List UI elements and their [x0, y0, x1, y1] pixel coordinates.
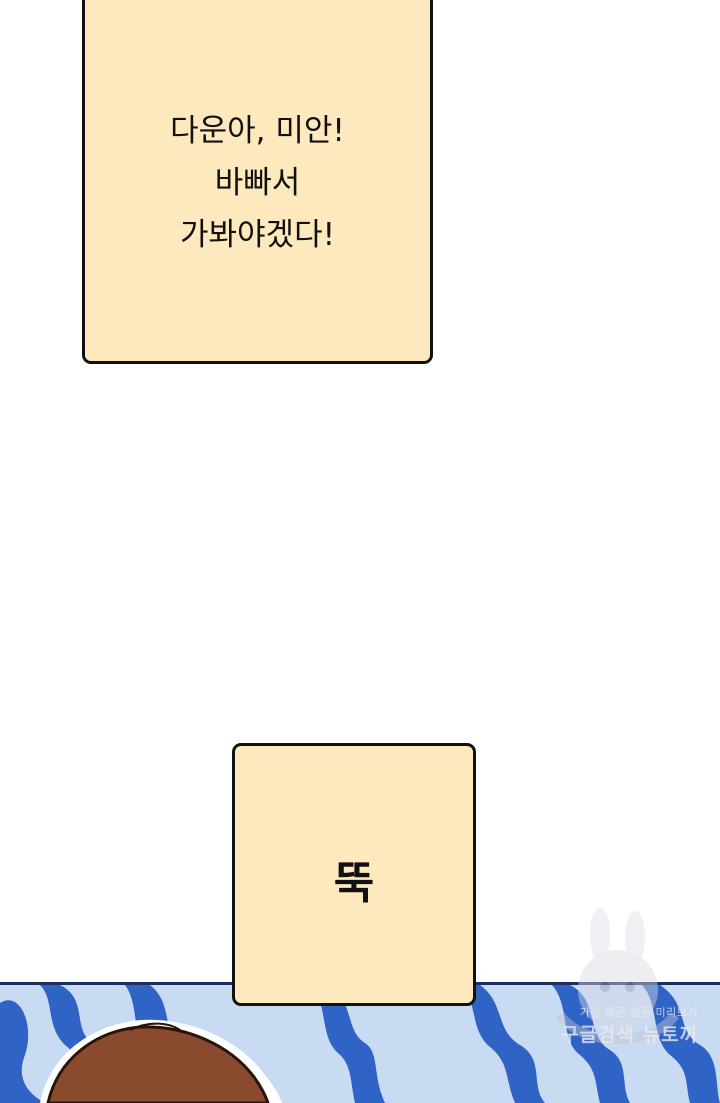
caption-box-top: 다운아, 미안! 바빠서 가봐야겠다! [82, 0, 433, 364]
watermark: 가장 빠른 웹툰 미리보기 구글검색 뉴토끼 [561, 1004, 698, 1047]
caption-line-3: 가봐야겠다! [179, 217, 336, 253]
caption-box-sfx: 뚝 [232, 743, 476, 1006]
next-panel [0, 982, 720, 1103]
watermark-tagline: 가장 빠른 웹툰 미리보기 [579, 1006, 698, 1019]
watermark-title: 구글검색 뉴토끼 [561, 1024, 698, 1046]
caption-line-1: 다운아, 미안! [170, 113, 345, 149]
sound-effect-text: 뚝 [333, 857, 375, 909]
rabbit-mascot-icon [555, 907, 680, 1045]
wavy-pattern-background [0, 985, 720, 1103]
caption-text: 다운아, 미안! 바빠서 가봐야겠다! [170, 105, 345, 261]
caption-line-2: 바빠서 [214, 165, 301, 201]
